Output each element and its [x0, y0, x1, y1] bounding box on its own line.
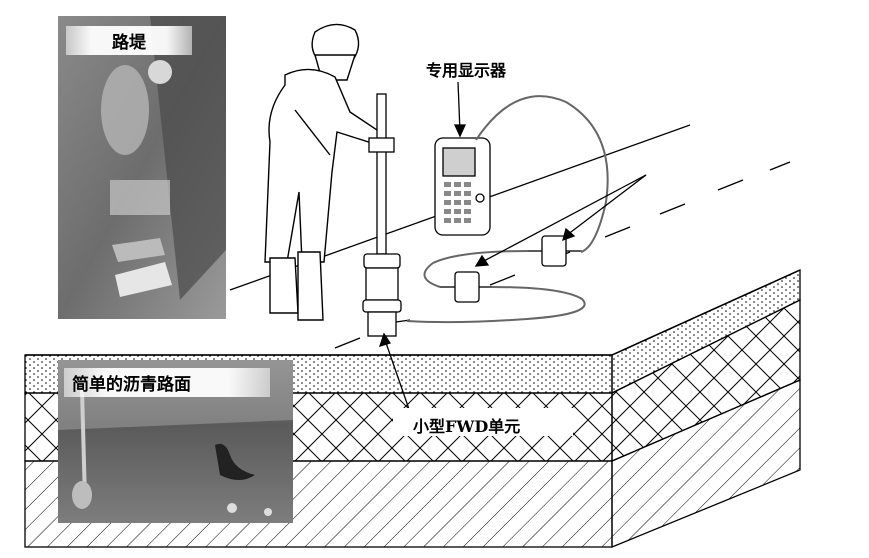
photo-label-asphalt: 简单的沥青路面: [64, 368, 270, 397]
photo-embankment: [58, 16, 226, 319]
callout-display: 专用显示器: [426, 61, 507, 80]
leader-arrows: [378, 81, 647, 413]
callout-fwd-unit: 小型FWD单元: [413, 417, 521, 436]
sensor-right: [528, 235, 582, 267]
fwd-unit: [362, 93, 411, 337]
photo-label-embankment: 路堤: [66, 26, 192, 55]
fwd-label-backdrop: [393, 408, 573, 436]
sensor-left: [440, 271, 492, 303]
cables: [406, 95, 609, 324]
dedicated-display: [434, 137, 491, 236]
worker-figure: [264, 23, 381, 321]
